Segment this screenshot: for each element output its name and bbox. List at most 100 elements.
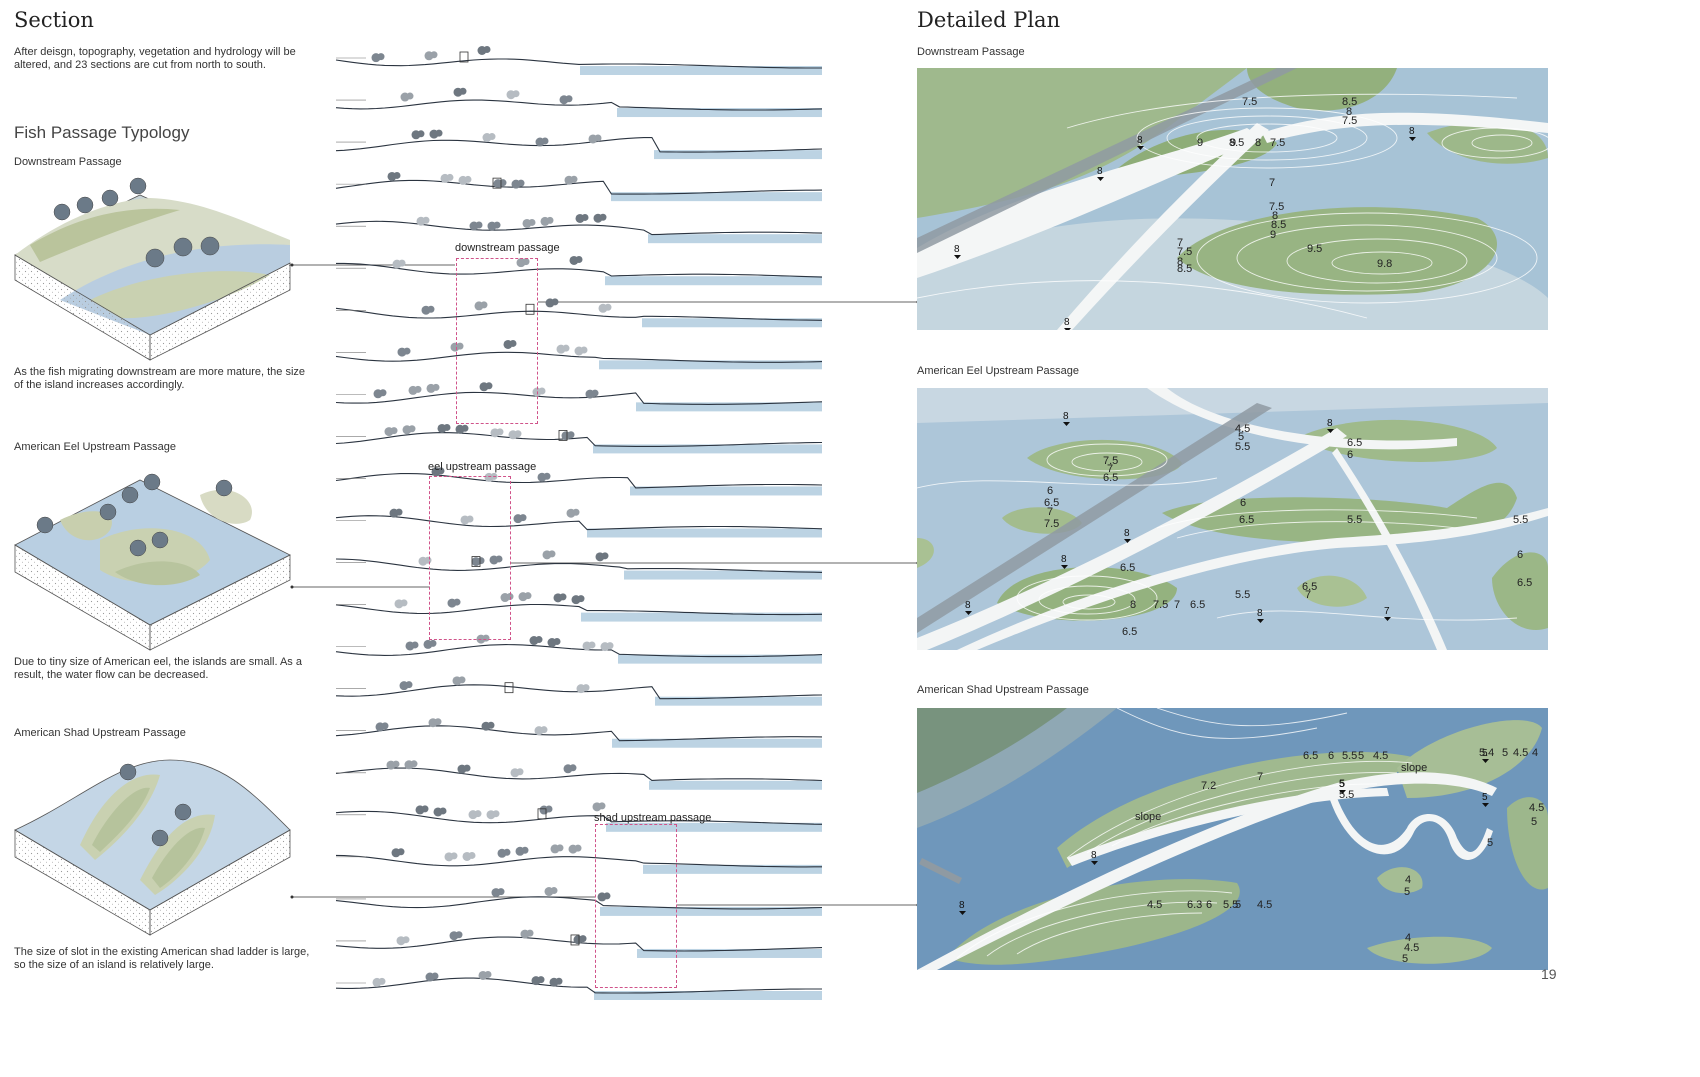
contour-label: 7 [1257,771,1263,783]
contour-label: 6.3 [1187,899,1202,911]
contour-label: 7.5 [1153,599,1168,611]
contour-label: slope [1401,762,1427,774]
contour-label: 7 [1107,463,1113,475]
shad-section-label: shad upstream passage [594,812,712,824]
contour-label: 5 [1358,750,1364,762]
contour-label: 4.5 [1147,899,1162,911]
contour-label: 6.5 [1302,581,1317,593]
section-profile [335,382,823,412]
section-profile [336,255,823,286]
contour-label: 9 [1230,137,1236,149]
svg-text:8: 8 [959,900,965,911]
contour-label: 5 [1402,953,1408,965]
elevation-marker: 8 [1091,850,1098,865]
contour-label: 6 [1206,899,1212,911]
contour-label: 8 [1346,106,1352,118]
contour-label: slope [1135,811,1161,823]
elevation-marker: 8 [1257,608,1264,623]
contour-label: 8 [1130,599,1136,611]
contour-label: 5.5 [1235,441,1250,453]
svg-text:8: 8 [1137,135,1143,146]
block-shad [14,759,291,936]
contour-label: 7 [1305,589,1311,601]
elevation-marker: 5 [1482,792,1489,807]
svg-text:8: 8 [1409,126,1415,137]
contour-label: 4.5 [1373,750,1388,762]
elevation-marker: 8 [1124,528,1131,543]
elevation-marker: 8 [959,900,966,915]
plan-label-eel: American Eel Upstream Passage [917,365,1080,377]
svg-text:5: 5 [1339,779,1345,790]
contour-label: 8.5 [1229,137,1244,149]
svg-text:8: 8 [1091,850,1097,861]
contour-label: 7.5 [1044,518,1059,530]
contour-label: 6 [1347,449,1353,461]
contour-label: 6 [1328,750,1334,762]
shad-highlight-box [595,824,677,988]
block-downstream [14,177,291,361]
contour-label: 9.8 [1377,258,1392,270]
contour-label: 4 [1405,874,1411,886]
plan-label-shad: American Shad Upstream Passage [917,684,1089,696]
contour-label: 4.5 [1235,423,1250,435]
contour-label: 7.5 [1269,201,1284,213]
contour-label: 5 [1235,899,1241,911]
page-number: 19 [1541,966,1557,982]
eel-section-label: eel upstream passage [428,461,537,473]
passage-label-downstream: Downstream Passage [14,156,122,168]
passage-caption-shad: The size of slot in the existing America… [14,946,310,971]
contour-label: 5.5 [1342,750,1357,762]
contour-label: 4.5 [1404,942,1419,954]
contour-label: 6.5 [1303,750,1318,762]
contour-label: 7 [1047,506,1053,518]
section-profile [335,929,823,958]
connector-lines [292,264,918,906]
svg-text:8: 8 [1064,317,1070,328]
contour-label: 4.5 [1513,747,1528,759]
elevation-marker: 8 [965,600,972,615]
section-profile [335,887,823,916]
section-title: Section [14,8,94,32]
svg-text:8: 8 [1124,528,1130,539]
section-profile [335,970,822,1000]
contour-label: 5.5 [1223,899,1238,911]
elevation-marker: 8 [1061,554,1068,569]
elevation-marker: 8 [1063,411,1070,426]
contour-label: 5 [1404,886,1410,898]
contour-label: 5 [1531,816,1537,828]
contour-label: 6.5 [1347,437,1362,449]
contour-label: 6 [1240,497,1246,509]
elevation-marker: 8 [954,244,961,259]
section-profile [335,423,823,454]
section-profile [335,844,822,874]
contour-label: 7.5 [1177,246,1192,258]
svg-text:5: 5 [1482,748,1488,759]
contour-label: 5 [1502,747,1508,759]
contour-label: 4.5 [1257,899,1272,911]
passage-caption-eel: Due to tiny size of American eel, the is… [14,656,302,681]
section-profile [335,213,823,244]
eel-highlight-box [429,476,511,640]
typology-title: Fish Passage Typology [14,123,190,142]
passage-label-shad: American Shad Upstream Passage [14,727,186,739]
section-profile [335,467,823,496]
contour-label: 5 [1238,431,1244,443]
contour-label: 8 [1177,256,1183,268]
intro-text: After deisgn, topography, vegetation and… [14,46,296,71]
contour-label: 7.5 [1242,96,1257,108]
contour-label: 5 [1487,837,1493,849]
contour-label: 9.5 [1307,243,1322,255]
contour-label: 5.5 [1513,514,1528,526]
section-profile [335,298,823,328]
contour-label: 7.5 [1270,137,1285,149]
elevation-marker: 8 [1097,166,1104,181]
contour-label: 6.5 [1239,514,1254,526]
section-profile [335,87,823,118]
contour-label: 6.5 [1044,497,1059,509]
passage-caption-downstream: As the fish migrating downstream are mor… [14,366,306,391]
svg-text:8: 8 [1063,411,1069,422]
contour-label: 5 [1339,778,1345,790]
